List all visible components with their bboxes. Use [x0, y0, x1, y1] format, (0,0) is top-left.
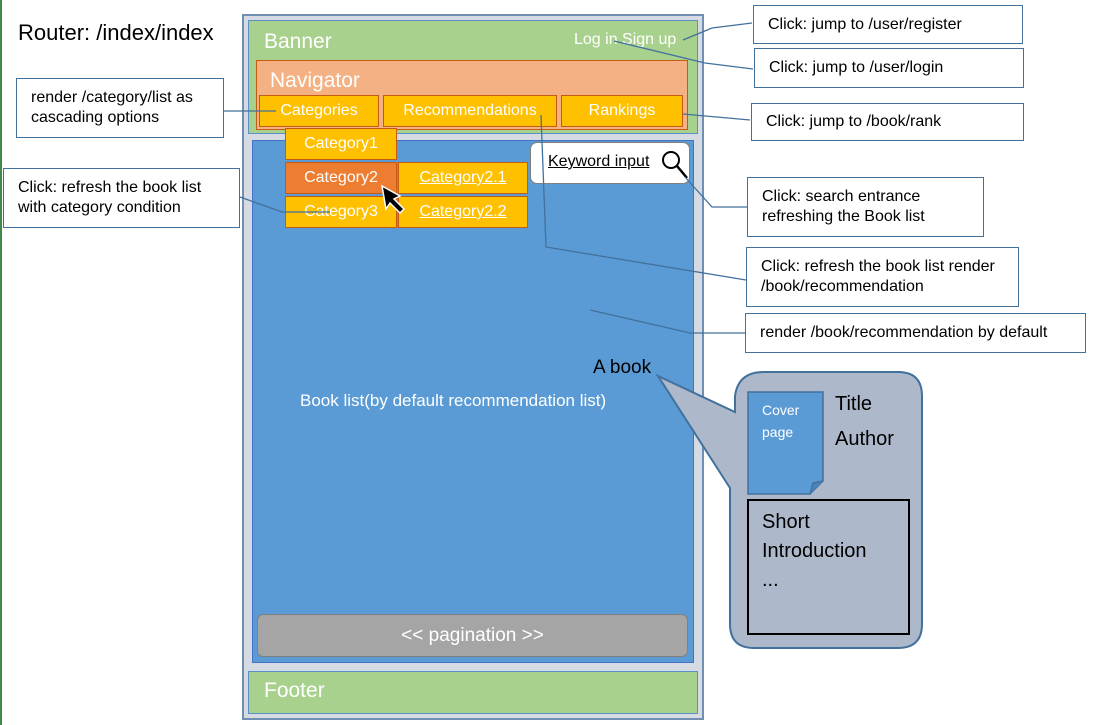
left-edge-line — [0, 0, 2, 725]
category-item-2[interactable]: Category2 — [285, 162, 397, 194]
callout-category-list: render /category/list as cascading optio… — [16, 78, 224, 138]
navigator-label: Navigator — [270, 69, 360, 92]
connector-search — [684, 176, 747, 208]
router-label: Router: /index/index — [18, 20, 214, 45]
cover-label-line1: Cover — [762, 402, 800, 418]
pagination-bar[interactable]: << pagination >> — [257, 614, 688, 657]
keyword-input[interactable]: Keyword input — [548, 153, 650, 170]
connector-login — [613, 40, 754, 70]
cover-label-line2: page — [762, 424, 794, 440]
short-introduction-box — [747, 499, 910, 635]
mouse-cursor-icon — [380, 184, 406, 215]
connector-recommendation-default — [589, 309, 745, 334]
login-signup-link[interactable]: Log in Sign up — [574, 31, 677, 48]
book-title-label: Title — [835, 393, 873, 415]
book-author-label: Author — [835, 428, 894, 450]
connector-register — [682, 22, 753, 41]
callout-category-click: Click: refresh the book list with catego… — [3, 168, 240, 228]
subcategory-item-2-2[interactable]: Category2.2 — [398, 196, 528, 228]
book-pointer-label: A book — [593, 357, 652, 378]
callout-recommendation-click: Click: refresh the book list render /boo… — [746, 247, 1019, 307]
banner-label: Banner — [264, 30, 332, 53]
callout-register: Click: jump to /user/register — [753, 5, 1023, 44]
nav-categories-button[interactable]: Categories — [259, 95, 379, 127]
cover-page-shape — [747, 391, 824, 495]
category-item-1[interactable]: Category1 — [285, 128, 397, 160]
intro-line-3: ... — [762, 569, 779, 591]
callout-recommendation-default: render /book/recommendation by default — [745, 313, 1086, 353]
intro-line-1: Short — [762, 511, 810, 533]
connector-lines — [224, 22, 754, 334]
book-list-label: Book list(by default recommendation list… — [300, 391, 607, 410]
footer-label: Footer — [264, 679, 325, 702]
intro-line-2: Introduction — [762, 540, 867, 562]
callout-rank: Click: jump to /book/rank — [751, 103, 1024, 141]
callout-login: Click: jump to /user/login — [754, 48, 1024, 88]
connector-recommendation-click — [540, 114, 747, 281]
callout-search: Click: search entrance refreshing the Bo… — [747, 177, 984, 237]
nav-rankings-button[interactable]: Rankings — [561, 95, 683, 127]
connector-category-click — [239, 196, 330, 213]
nav-recommendations-button[interactable]: Recommendations — [383, 95, 557, 127]
footer — [248, 671, 698, 714]
connector-rank — [682, 113, 751, 121]
subcategory-item-2-1[interactable]: Category2.1 — [398, 162, 528, 194]
